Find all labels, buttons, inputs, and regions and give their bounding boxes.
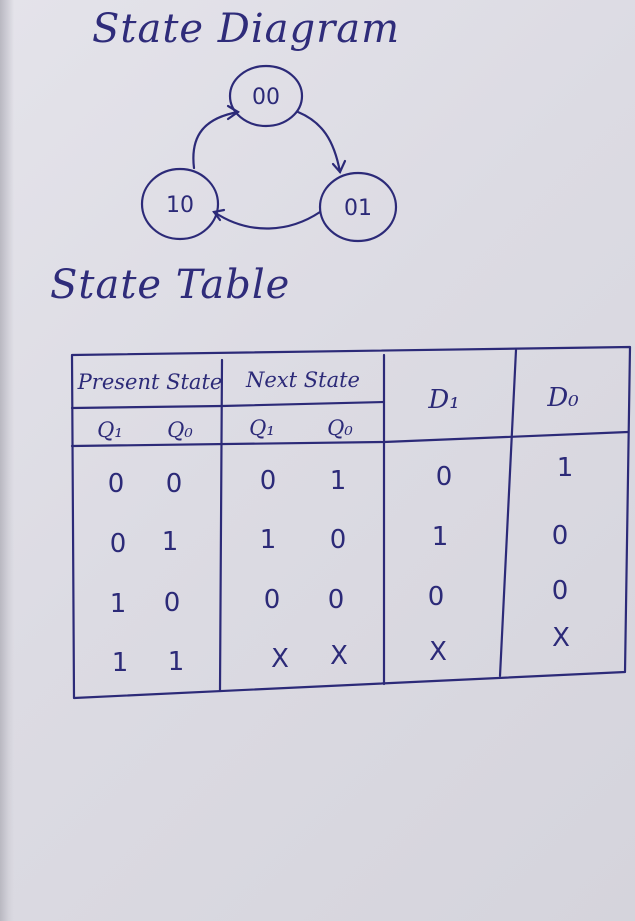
cell-r1-d1: 0 xyxy=(435,462,453,492)
cell-r4-d1: X xyxy=(429,637,447,667)
arrowhead-00 xyxy=(226,104,241,121)
cell-r2-q1: 0 xyxy=(109,529,127,559)
cell-r3-next-q0: 0 xyxy=(327,585,345,615)
transition-01-to-10 xyxy=(212,210,322,230)
header-q0: Q₀ xyxy=(167,418,193,442)
cell-r1-next-q1: 0 xyxy=(259,466,277,496)
state-label-01: 01 xyxy=(344,196,372,221)
cell-r4-q1: 1 xyxy=(111,648,129,678)
transition-10-to-00 xyxy=(192,110,240,170)
state-table-title: State Table xyxy=(50,262,291,308)
transition-00-to-01 xyxy=(296,110,342,174)
state-node-01 xyxy=(318,171,398,243)
notebook-page-edge xyxy=(0,0,14,921)
state-label-00: 00 xyxy=(252,85,280,110)
table-divider-d1-d0 xyxy=(498,348,518,678)
header-next-q1: Q₁ xyxy=(249,416,275,440)
arrowhead-10 xyxy=(212,208,226,222)
cell-r3-d1: 0 xyxy=(427,582,445,612)
state-node-10 xyxy=(140,167,220,241)
cell-r3-next-q1: 0 xyxy=(263,585,281,615)
header-d1: D₁ xyxy=(428,385,460,415)
state-node-00 xyxy=(228,64,304,128)
cell-r4-d0: X xyxy=(552,623,570,653)
cell-r4-next-q1: X xyxy=(271,644,289,674)
cell-r4-q0: 1 xyxy=(167,647,185,677)
header-next-q0: Q₀ xyxy=(327,416,353,440)
state-diagram-title: State Diagram xyxy=(92,6,400,52)
table-outer-border xyxy=(70,345,632,700)
cell-r3-q1: 1 xyxy=(109,589,127,619)
cell-r2-d1: 1 xyxy=(431,522,449,552)
cell-r1-next-q0: 1 xyxy=(329,466,347,496)
arrowhead-01 xyxy=(331,159,347,175)
cell-r3-d0: 0 xyxy=(551,576,569,606)
header-present-state: Present State xyxy=(77,370,223,394)
cell-r2-q0: 1 xyxy=(161,527,179,557)
cell-r2-d0: 0 xyxy=(551,521,569,551)
header-q1: Q₁ xyxy=(97,418,123,442)
cell-r1-d0: 1 xyxy=(556,453,574,483)
cell-r1-q1: 0 xyxy=(107,469,125,499)
cell-r3-q0: 0 xyxy=(163,588,181,618)
header-d0: D₀ xyxy=(547,383,579,413)
cell-r1-q0: 0 xyxy=(165,469,183,499)
table-divider-present-next xyxy=(218,358,224,692)
state-label-10: 10 xyxy=(166,193,194,218)
cell-r2-next-q1: 1 xyxy=(259,525,277,555)
cell-r4-next-q0: X xyxy=(330,641,348,671)
table-subheader-line xyxy=(70,400,386,410)
cell-r2-next-q0: 0 xyxy=(329,525,347,555)
header-next-state: Next State xyxy=(246,368,360,392)
